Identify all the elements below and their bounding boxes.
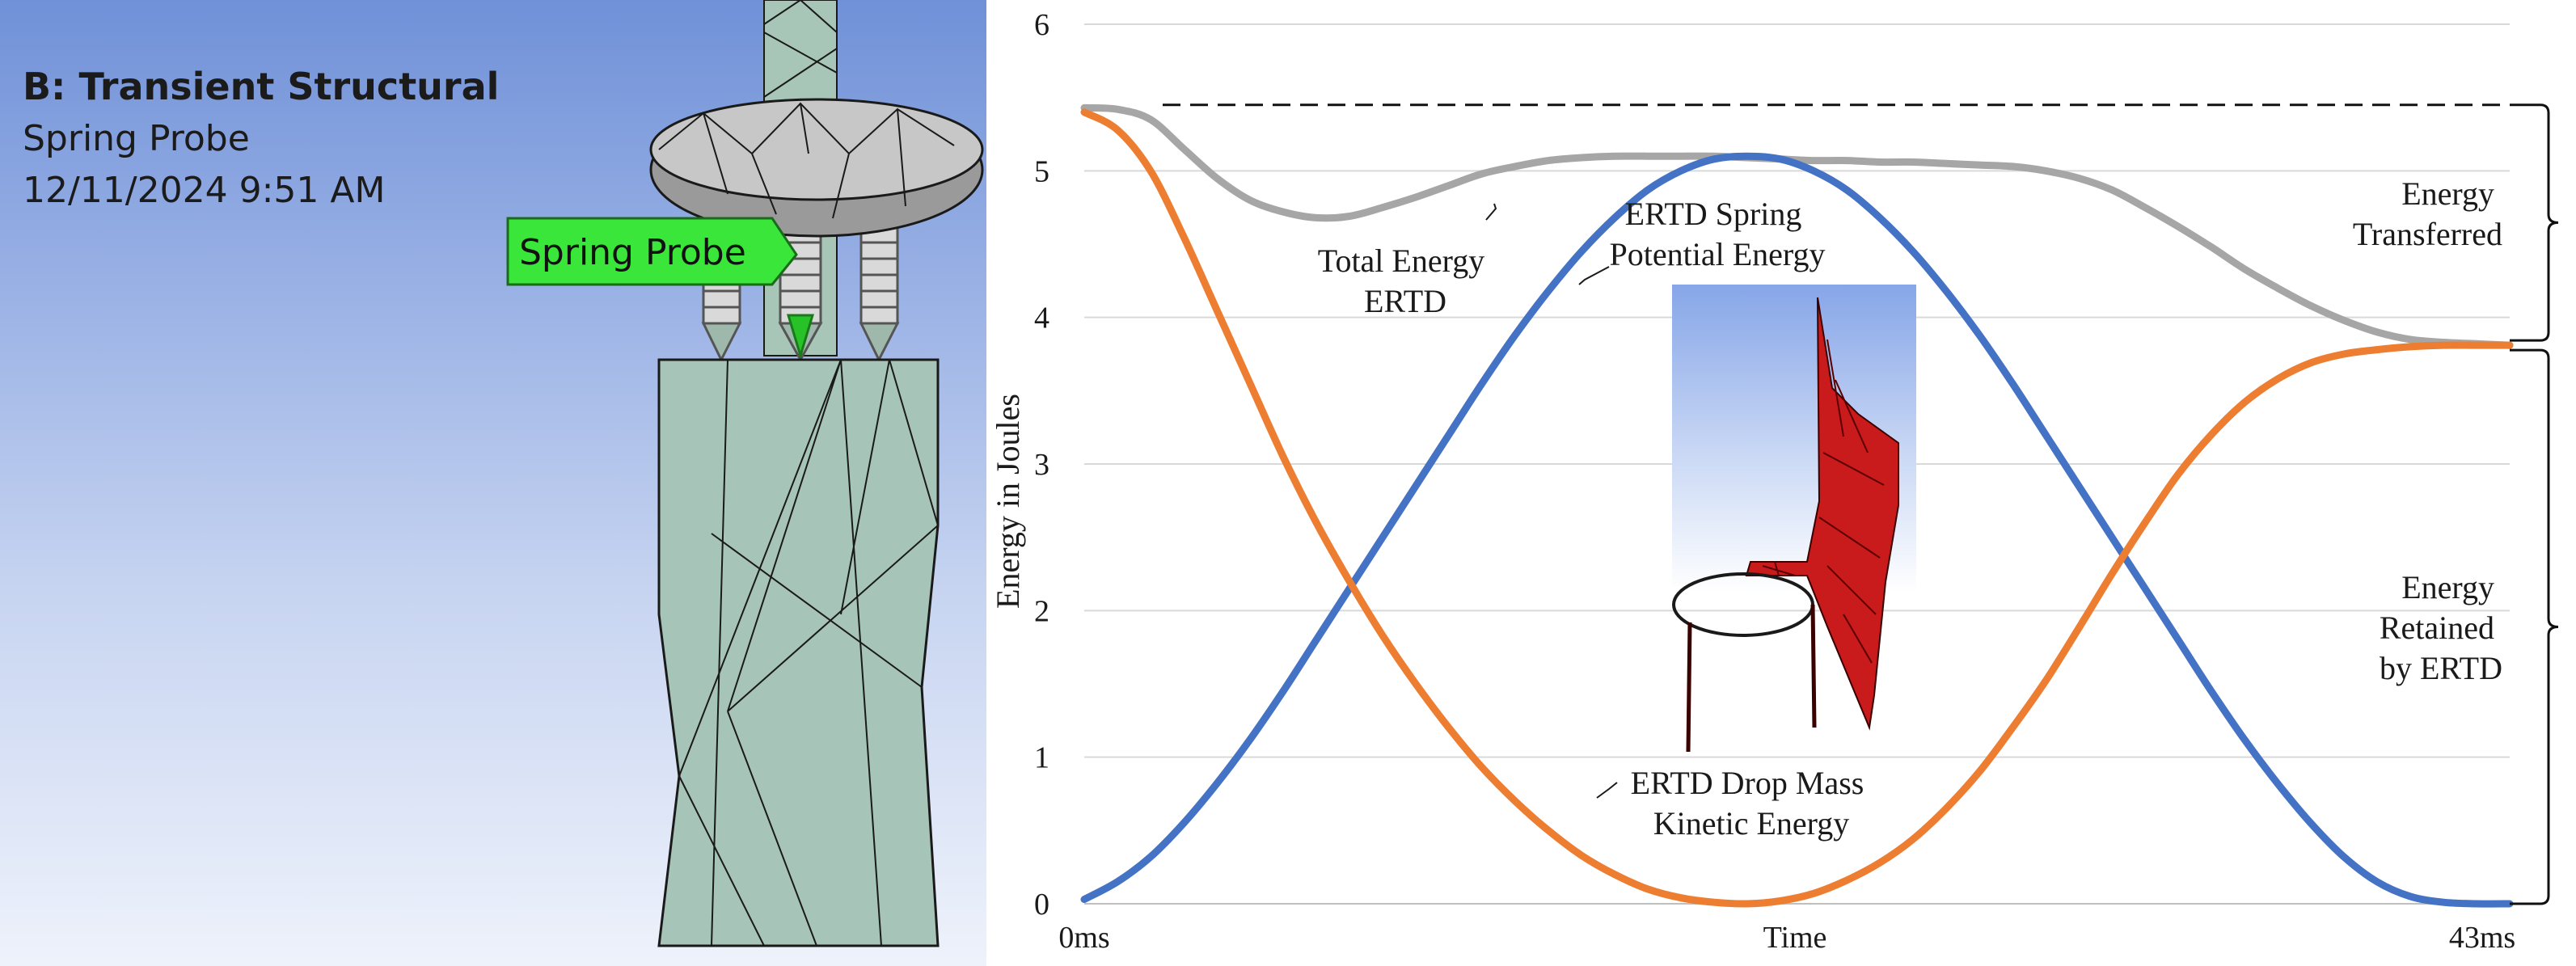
y-tick-1: 1 (1034, 741, 1049, 775)
x-tick-start: 0ms (1058, 921, 1109, 955)
torus-ring (649, 98, 984, 238)
y-tick-3: 3 (1034, 448, 1049, 482)
y-tick-4: 4 (1034, 302, 1049, 335)
inset-leg-left (1686, 622, 1692, 753)
energy-transferred-bracket (2510, 103, 2559, 342)
energy-retained-annotation: Energy Retained by ERTD (2380, 569, 2502, 686)
x-axis-label: Time (1763, 921, 1827, 955)
series-layer (1080, 103, 2514, 908)
total-energy-annotation: Total Energy ERTD (1318, 243, 1493, 319)
simulation-viewport[interactable]: Spring Probe B: Transient Structural Spr… (0, 0, 986, 966)
y-tick-2: 2 (1034, 594, 1049, 628)
energy-retained-bracket (2510, 348, 2559, 905)
inset-spring-mesh (1762, 339, 1885, 664)
inset-spring-blade (1745, 297, 1899, 731)
spring-energy-annotation: ERTD Spring Potential Energy (1610, 196, 1826, 272)
analysis-subtitle: Spring Probe (23, 118, 250, 159)
annotation-leaders (1485, 203, 1618, 799)
inset-leg-right (1810, 604, 1817, 728)
analysis-title: B: Transient Structural (23, 65, 500, 108)
mesh-body (657, 358, 940, 947)
kinetic-energy-annotation: ERTD Drop Mass Kinetic Energy (1631, 765, 1873, 842)
chart-grid (1084, 23, 2510, 905)
analysis-timestamp: 12/11/2024 9:51 AM (23, 170, 386, 211)
y-axis-label: Energy in Joules (990, 394, 1026, 609)
total-energy-line (1080, 103, 2514, 349)
spring-probe-model: Spring Probe (506, 0, 984, 947)
spring-potential-energy-line (1080, 152, 2514, 908)
y-tick-0: 0 (1034, 888, 1049, 922)
y-tick-5: 5 (1034, 154, 1049, 188)
energy-transferred-annotation: Energy Transferred (2353, 175, 2502, 252)
deformed-spring-inset (1672, 285, 1916, 753)
y-tick-labels: 0 1 2 3 4 5 6 (1034, 8, 1049, 922)
spring-probe-callout: Spring Probe (506, 217, 798, 286)
kinetic-energy-line (1080, 108, 2514, 908)
y-tick-6: 6 (1034, 8, 1049, 42)
callout-label: Spring Probe (519, 232, 746, 273)
x-tick-end: 43ms (2449, 921, 2515, 955)
